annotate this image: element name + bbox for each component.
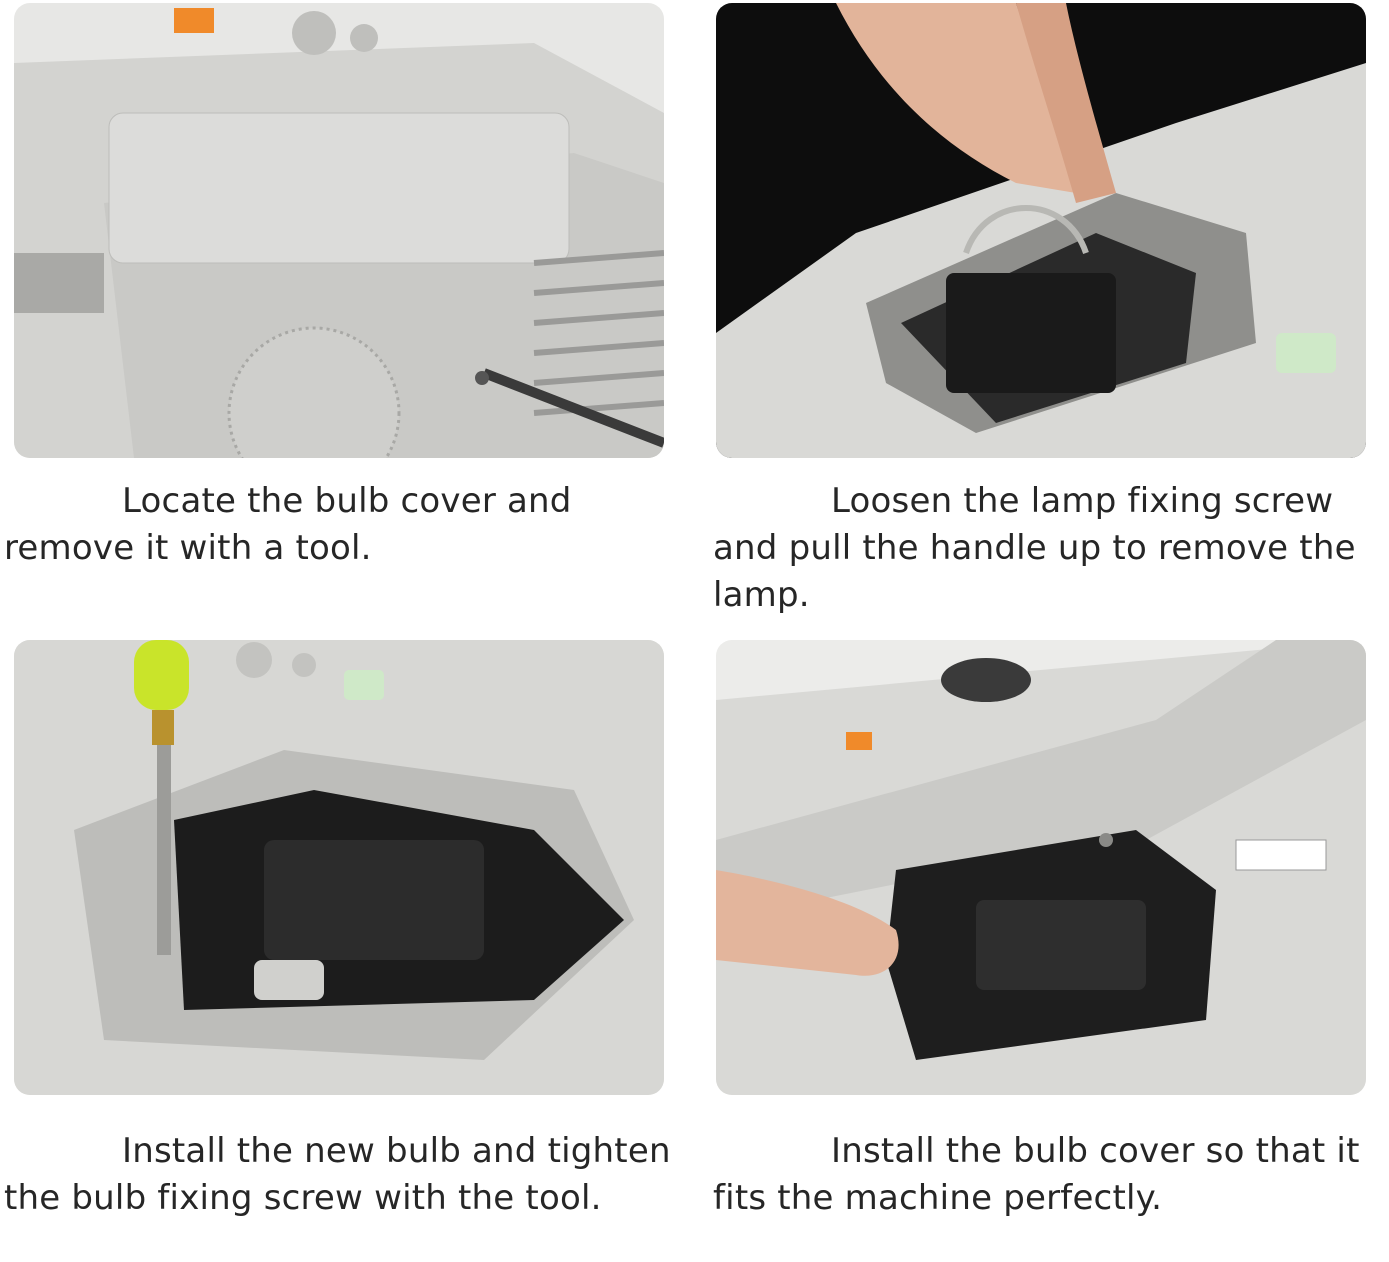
projector-remove-cover-photo	[14, 3, 664, 458]
projector-install-cover-photo	[716, 640, 1366, 1095]
projector-pull-lamp-photo	[716, 3, 1366, 458]
step-4-photo	[716, 640, 1366, 1095]
step-3-caption-text: Install the new bulb and tighten the bul…	[4, 1131, 682, 1218]
step-2-caption: Loosen the lamp fixing screw and pull th…	[713, 478, 1385, 619]
step-3-caption: Install the new bulb and tighten the bul…	[4, 1128, 704, 1222]
projector-install-bulb-photo	[14, 640, 664, 1095]
step-2-photo	[716, 3, 1366, 458]
step-2-caption-text: Loosen the lamp fixing screw and pull th…	[713, 481, 1367, 615]
step-1-caption-text: Locate the bulb cover and remove it with…	[4, 481, 583, 568]
step-1-photo	[14, 3, 664, 458]
step-4-caption: Install the bulb cover so that it fits t…	[713, 1128, 1389, 1222]
step-3-photo	[14, 640, 664, 1095]
step-1-caption: Locate the bulb cover and remove it with…	[4, 478, 644, 572]
step-4-caption-text: Install the bulb cover so that it fits t…	[713, 1131, 1371, 1218]
